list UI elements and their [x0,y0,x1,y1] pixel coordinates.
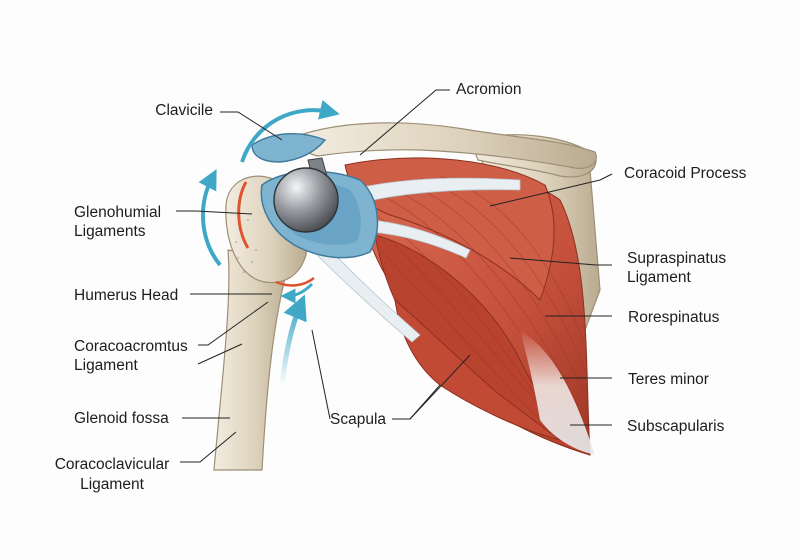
label-coracoclavicular-ligament-line2: Ligament [46,475,178,495]
label-clavicile: Clavicile [120,101,213,121]
label-supraspinatus-ligament-line1: Supraspinatus [627,249,726,269]
rotation-arrow-icon [203,178,220,265]
label-teres-minor: Teres minor [628,370,709,390]
rotation-arrow-icon [282,306,300,385]
label-coracoid-process: Coracoid Process [624,164,746,184]
label-coracoacromtus-ligament-line1: Coracoacromtus [74,337,188,357]
label-coracoclavicular-ligament-line1: Coracoclavicular [46,455,178,475]
label-scapula: Scapula [330,410,386,430]
label-humerus-head: Humerus Head [74,286,178,306]
label-glenohumial-ligaments-line1: Glenohumial [74,203,161,223]
label-subscapularis: Subscapularis [627,417,724,437]
clavicle-cartilage [252,134,325,162]
label-glenohumial-ligaments-line2: Ligaments [74,222,146,242]
label-glenoid-fossa: Glenoid fossa [74,409,169,429]
metal-ball-joint [274,168,338,232]
label-supraspinatus-ligament-line2: Ligament [627,268,691,288]
label-coracoacromtus-ligament-line2: Ligament [74,356,138,376]
label-acromion: Acromion [456,80,521,100]
label-rorespinatus: Rorespinatus [628,308,719,328]
